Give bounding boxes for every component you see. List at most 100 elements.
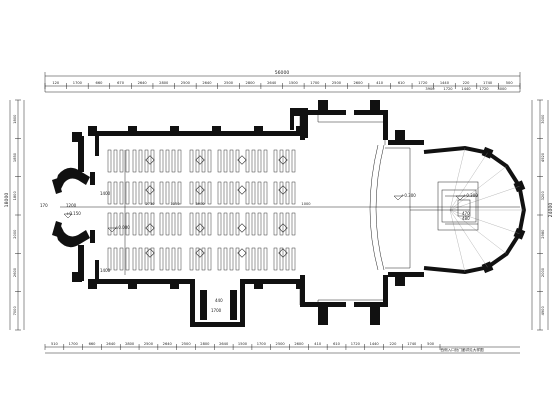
pew <box>207 247 212 271</box>
top-outer-dim-text: 3900 <box>425 87 435 91</box>
top-dim-text: 2640 <box>267 81 277 85</box>
pew <box>177 247 182 271</box>
column <box>195 248 205 258</box>
left-dim-text: 1800 <box>13 114 17 124</box>
small-label: 1700 <box>211 308 222 313</box>
pew <box>273 247 278 271</box>
elevation-mark: ±0.000 <box>115 225 130 230</box>
pew <box>285 181 290 205</box>
small-label: 1200 <box>66 203 77 208</box>
pew <box>138 212 143 236</box>
top-dim-text: 2500 <box>224 81 234 85</box>
left-dim-text: 2000 <box>13 229 17 239</box>
bottom-dim-text: 2500 <box>276 342 286 346</box>
pew <box>189 149 194 173</box>
pew <box>195 149 200 173</box>
top-dim-text: 2640 <box>202 81 212 85</box>
pew <box>251 149 256 173</box>
column <box>237 248 247 258</box>
pew <box>279 149 284 173</box>
small-labels: 1400 1400 170 1200 470 480 440 1700 <box>40 191 470 313</box>
top-dim-text: 670 <box>117 81 125 85</box>
small-label: 440 <box>215 298 223 303</box>
top-dim-text: 2600 <box>353 81 363 85</box>
elevation-mark: +0.300 <box>463 193 478 198</box>
pew <box>107 212 112 236</box>
pew <box>273 212 278 236</box>
porch-note: 西侧入口处门廊详见大样图 <box>440 347 484 352</box>
top-dim-text: 220 <box>463 81 471 85</box>
pew <box>235 181 240 205</box>
pew <box>207 212 212 236</box>
left-dim-text: 1850 <box>13 152 17 162</box>
top-outer-dim-text: 1440 <box>461 87 471 91</box>
pew <box>217 181 222 205</box>
pew <box>125 212 130 236</box>
right-dim-text: 4900 <box>541 306 545 316</box>
column <box>145 185 155 195</box>
pew <box>177 149 182 173</box>
pew <box>171 247 176 271</box>
pew <box>257 212 262 236</box>
bottom-dim-text: 1740 <box>407 342 417 346</box>
top-outer-dim-text: 1720 <box>443 87 453 91</box>
column <box>278 223 288 233</box>
pew <box>159 149 164 173</box>
buttress <box>88 279 97 289</box>
bottom-dim-text: 1700 <box>257 342 267 346</box>
building-walls <box>52 100 526 327</box>
left-overall-text: 18000 <box>4 193 10 208</box>
buttress <box>254 279 263 289</box>
pew <box>119 149 124 173</box>
bottom-dim-text: 220 <box>390 342 398 346</box>
top-outer-dim-text: 1720 <box>479 87 489 91</box>
pew <box>251 247 256 271</box>
pew <box>119 181 124 205</box>
pew <box>119 247 124 271</box>
pew <box>138 247 143 271</box>
pew <box>223 212 228 236</box>
column <box>278 185 288 195</box>
top-dim-text: 610 <box>398 81 406 85</box>
column <box>278 155 288 165</box>
pew <box>229 212 234 236</box>
right-dim-text: 3200 <box>541 191 545 201</box>
bottom-dim-text: 610 <box>333 342 341 346</box>
column <box>278 248 288 258</box>
elevation-marks: ±0.000 +0.300 +0.300 +0.150 <box>63 193 478 233</box>
column <box>195 223 205 233</box>
pew <box>189 247 194 271</box>
pew <box>144 181 149 205</box>
column <box>237 223 247 233</box>
pew <box>150 212 155 236</box>
column <box>145 248 155 258</box>
pew <box>113 212 118 236</box>
pew <box>177 181 182 205</box>
pew <box>107 149 112 173</box>
elevation-mark: +0.150 <box>66 211 81 216</box>
buttress <box>88 126 97 136</box>
pew <box>132 212 137 236</box>
nave-dim-text: 3900 <box>195 202 205 206</box>
bottom-dim-text: 1440 <box>370 342 380 346</box>
pew <box>165 212 170 236</box>
top-dim-text: 660 <box>96 81 104 85</box>
pew <box>223 181 228 205</box>
nave-dim-text: 1000 <box>301 202 311 206</box>
apse-rib <box>449 209 488 268</box>
pew <box>107 181 112 205</box>
right-dim-text: 3000 <box>541 114 545 124</box>
right-dim-text: 2000 <box>541 267 545 277</box>
pew <box>279 181 284 205</box>
apse-rib <box>449 209 520 234</box>
pew <box>113 181 118 205</box>
pew <box>245 212 250 236</box>
pew <box>113 247 118 271</box>
pew <box>138 149 143 173</box>
pews <box>107 149 296 271</box>
top-dim-text: 1500 <box>289 81 299 85</box>
